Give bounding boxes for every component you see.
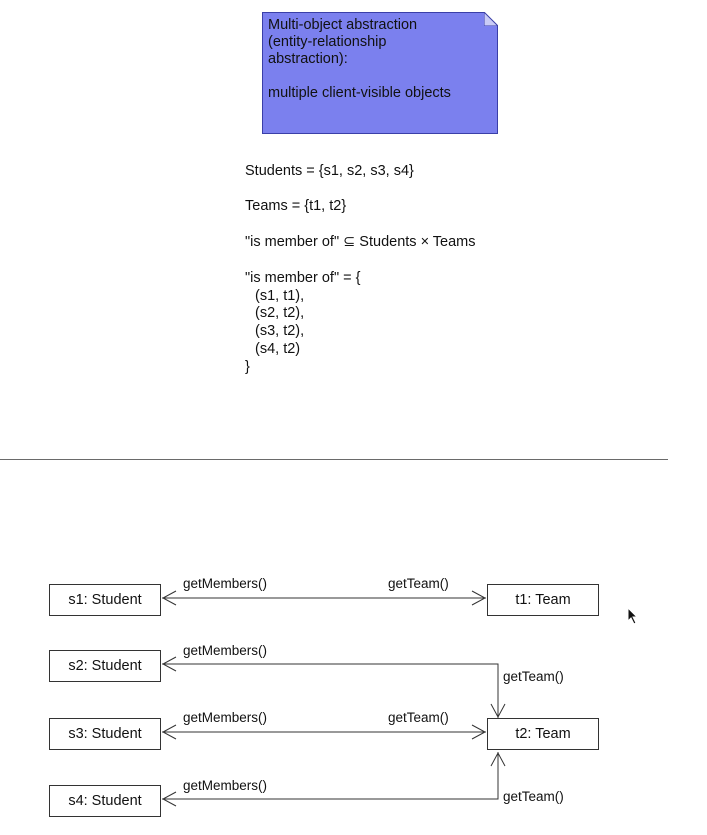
- note-line-4: multiple client-visible objects: [268, 85, 451, 101]
- s1-getteam-label: getTeam(): [388, 576, 449, 591]
- edge-s4-t2: [162, 752, 499, 800]
- membership-open: "is member of" = {: [245, 270, 361, 286]
- pair-s4-t2: (s4, t2): [255, 341, 301, 357]
- pair-s3-t2: (s3, t2),: [255, 323, 305, 339]
- arrowhead-to-s4: [161, 791, 177, 807]
- teams-set: Teams = {t1, t2}: [245, 198, 347, 214]
- s3-getteam-label: getTeam(): [388, 710, 449, 725]
- note-line-1: Multi-object abstraction: [268, 17, 418, 33]
- s4-getmembers-label: getMembers(): [183, 778, 268, 793]
- mouse-cursor-icon: [627, 607, 639, 625]
- abstraction-note: [262, 12, 498, 134]
- student-box-s2: s2: Student: [49, 650, 161, 682]
- membership-close: }: [245, 359, 250, 375]
- pair-s1-t1: (s1, t1),: [255, 288, 305, 304]
- s3-getmembers-label: getMembers(): [183, 710, 268, 725]
- s2-getteam-label: getTeam(): [503, 669, 564, 684]
- note-text: Multi-object abstraction (entity-relatio…: [268, 17, 494, 102]
- note-line-2: (entity-relationship: [268, 34, 387, 50]
- student-box-s1: s1: Student: [49, 584, 161, 616]
- note-folded-corner: [484, 12, 498, 26]
- s2-getmembers-label: getMembers(): [183, 643, 268, 658]
- team-box-t2: t2: Team: [487, 718, 599, 750]
- section-divider: [0, 459, 668, 460]
- note-line-3: abstraction):: [268, 51, 348, 67]
- edge-s2-t2: [162, 663, 499, 718]
- student-box-s4: s4: Student: [49, 785, 161, 817]
- arrowhead-to-t2-bottom: [490, 751, 506, 767]
- arrowhead-to-s1: [161, 590, 177, 606]
- pair-s2-t2: (s2, t2),: [255, 305, 305, 321]
- relation-definition: "is member of" ⊆ Students × Teams: [245, 234, 476, 250]
- team-box-t1: t1: Team: [487, 584, 599, 616]
- students-set: Students = {s1, s2, s3, s4}: [245, 163, 414, 179]
- arrowhead-to-t2-left: [471, 724, 487, 740]
- arrowhead-to-s3: [161, 724, 177, 740]
- arrowhead-to-t1: [471, 590, 487, 606]
- student-box-s3: s3: Student: [49, 718, 161, 750]
- arrowhead-to-t2-top: [490, 703, 506, 719]
- arrowhead-to-s2: [161, 656, 177, 672]
- s1-getmembers-label: getMembers(): [183, 576, 268, 591]
- s4-getteam-label: getTeam(): [503, 789, 564, 804]
